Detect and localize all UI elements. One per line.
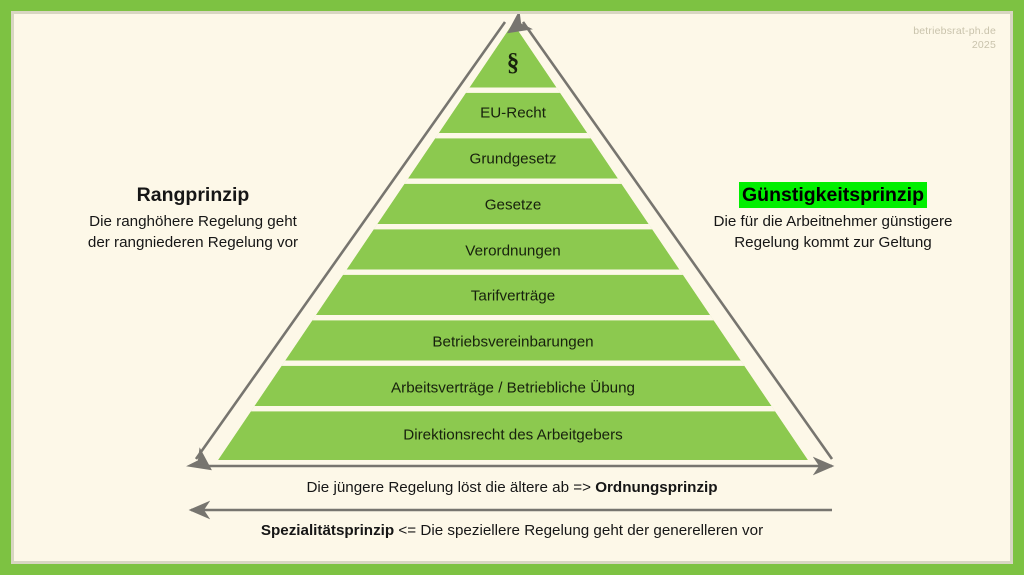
- pyramid-band-arbeitsvertraege: Arbeitsverträge / Betriebliche Übung: [391, 379, 635, 397]
- spezialitaetsprinzip-caption-bold: Spezialitätsprinzip: [260, 522, 395, 539]
- guenstigkeitsprinzip-title: Günstigkeitsprinzip: [738, 182, 927, 208]
- pyramid-band-betriebsvereinbarungen: Betriebsvereinbarungen: [432, 333, 594, 351]
- guenstigkeitsprinzip-arrow-right: [507, 10, 834, 460]
- rangprinzip-line-2: der rangniederen Regelung vor: [87, 234, 299, 251]
- pyramid-band-paragraph-symbol: §: [506, 49, 520, 77]
- pyramid-body: [218, 23, 808, 460]
- pyramid-band-verordnungen: Verordnungen: [465, 242, 561, 260]
- guenstigkeitsprinzip-line-1: Die für die Arbeitnehmer günstigere: [713, 213, 953, 230]
- rangprinzip-arrow-left: [186, 21, 507, 471]
- rangprinzip-line-1: Die ranghöhere Regelung geht: [89, 213, 297, 230]
- spezialitaetsprinzip-caption: Spezialitätsprinzip <= Die speziellere R…: [0, 521, 1024, 540]
- pyramid-band-tarifvertraege: Tarifverträge: [470, 287, 556, 305]
- guenstigkeitsprinzip-line-2: Regelung kommt zur Geltung: [734, 234, 932, 251]
- ordnungsprinzip-caption-text: Die jüngere Regelung löst die ältere ab …: [306, 479, 596, 496]
- pyramid-band-grundgesetz: Grundgesetz: [469, 150, 557, 168]
- ordnungsprinzip-caption-bold: Ordnungsprinzip: [595, 479, 718, 496]
- watermark-year: 2025: [971, 39, 996, 51]
- ordnungsprinzip-caption: Die jüngere Regelung löst die ältere ab …: [0, 478, 1024, 497]
- watermark-site: betriebsrat-ph.de: [913, 25, 996, 37]
- watermark: betriebsrat-ph.de 2025: [913, 24, 996, 52]
- spezialitaetsprinzip-caption-text: <= Die speziellere Regelung geht der gen…: [394, 522, 764, 539]
- guenstigkeitsprinzip-block: Günstigkeitsprinzip Die für die Arbeitne…: [668, 182, 998, 253]
- pyramid-band-eu-recht: EU-Recht: [480, 104, 546, 122]
- pyramid-band-gesetze: Gesetze: [484, 196, 542, 214]
- rangprinzip-block: Rangprinzip Die ranghöhere Regelung geht…: [28, 182, 358, 253]
- pyramid-band-direktionsrecht: Direktionsrecht des Arbeitgebers: [403, 426, 623, 444]
- rangprinzip-title: Rangprinzip: [136, 184, 250, 206]
